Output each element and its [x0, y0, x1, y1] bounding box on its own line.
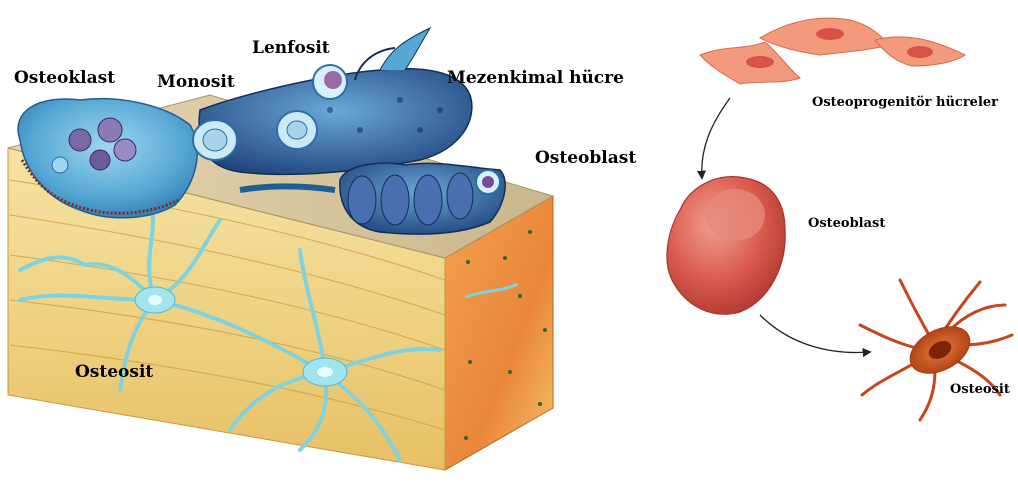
label-osteoprogenitor: Osteoprogenitör hücreler [812, 95, 998, 110]
label-mezenkimal: Mezenkimal hücre [447, 68, 624, 88]
label-monosit: Monosit [157, 72, 235, 92]
label-osteoblast-left: Osteoblast [535, 148, 636, 168]
label-osteosit-left: Osteosit [75, 362, 153, 382]
arrow-progenitor-to-osteoblast [702, 98, 730, 178]
label-osteoblast-right: Osteoblast [808, 216, 885, 231]
osteocyte-nucleus-2 [317, 367, 333, 377]
osteocyte-nucleus-1 [148, 295, 162, 305]
lymphocyte-cell [313, 65, 347, 99]
label-osteoklast: Osteoklast [14, 68, 115, 88]
arrow-osteoblast-to-osteocyte [760, 315, 870, 353]
label-osteosit-right: Osteosit [950, 382, 1010, 397]
label-lenfosit: Lenfosit [252, 38, 330, 58]
osteoblast-cell-right [667, 177, 785, 315]
osteoprogenitor-cells [700, 18, 965, 84]
mezenkimal-cell [199, 28, 472, 174]
